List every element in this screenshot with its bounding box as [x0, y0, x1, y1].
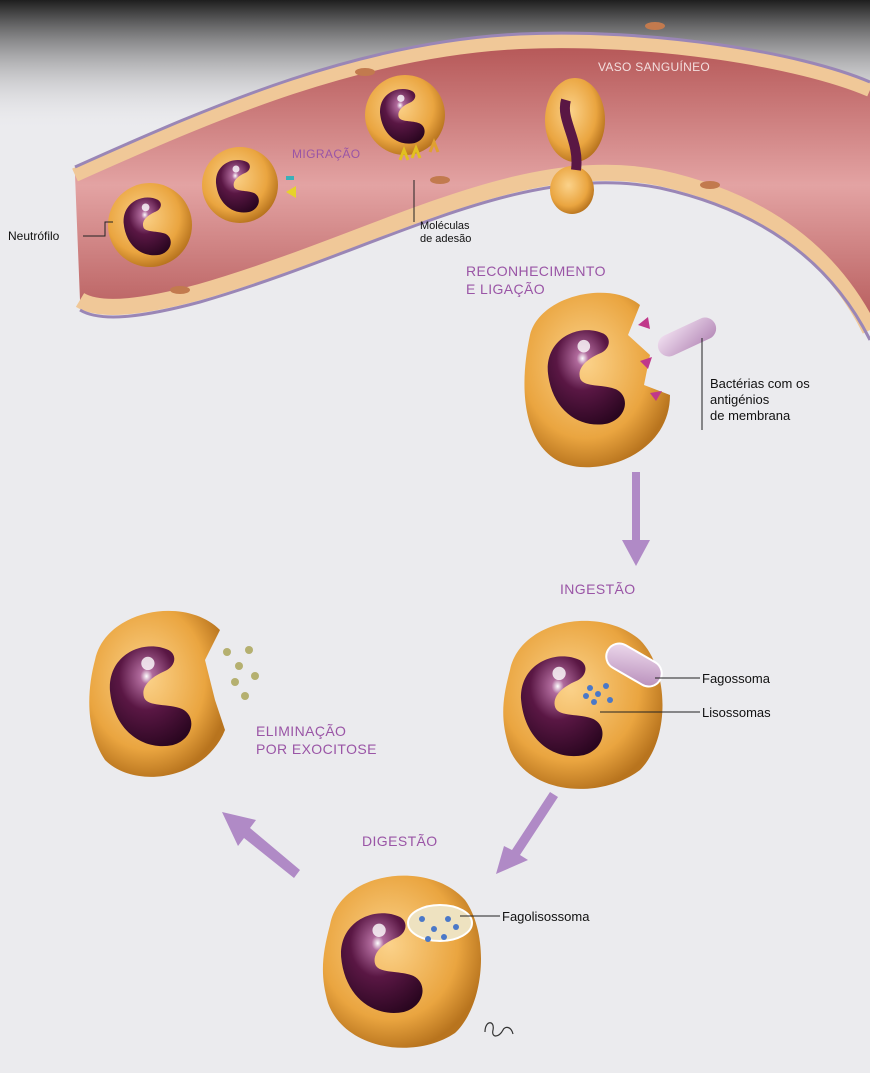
label-migracao: MIGRAÇÃO — [292, 145, 361, 163]
cell-recognition — [524, 293, 670, 467]
artist-signature — [485, 1023, 513, 1036]
cell-ingestion — [503, 621, 666, 789]
label-fagossoma: Fagossoma — [702, 671, 770, 687]
label-moleculas-line2: de adesão — [420, 233, 471, 246]
label-moleculas-adesao: Moléculas de adesão — [420, 220, 471, 246]
cell-exocytosis — [89, 611, 259, 777]
arrow-digestion-to-elimination — [222, 812, 300, 878]
label-ingestao: INGESTÃO — [560, 580, 636, 598]
neutrophil-transmigrating — [545, 78, 605, 214]
label-bacterias-line2: antigénios — [710, 392, 810, 408]
label-lisossomas: Lisossomas — [702, 705, 771, 721]
label-eliminacao: ELIMINAÇÃO POR EXOCITOSE — [256, 722, 377, 758]
bacterium — [654, 314, 719, 360]
label-vaso-sanguineo: VASO SANGUÍNEO — [598, 60, 710, 74]
label-fagolisossoma: Fagolisossoma — [502, 909, 589, 925]
label-reconhecimento-line2: E LIGAÇÃO — [466, 280, 606, 298]
arrow-recognition-to-ingestion — [622, 472, 650, 566]
label-digestao: DIGESTÃO — [362, 832, 438, 850]
label-bacterias-line3: de membrana — [710, 408, 810, 424]
label-neutrofilo: Neutrófilo — [8, 228, 59, 244]
arrow-ingestion-to-digestion — [496, 792, 558, 874]
label-moleculas-line1: Moléculas — [420, 220, 471, 233]
neutrophil-2 — [202, 147, 278, 223]
label-eliminacao-line1: ELIMINAÇÃO — [256, 722, 377, 740]
label-reconhecimento: RECONHECIMENTO E LIGAÇÃO — [466, 262, 606, 298]
label-bacterias-line1: Bactérias com os — [710, 376, 810, 392]
label-reconhecimento-line1: RECONHECIMENTO — [466, 262, 606, 280]
label-bacterias: Bactérias com os antigénios de membrana — [710, 376, 810, 424]
label-eliminacao-line2: POR EXOCITOSE — [256, 740, 377, 758]
cell-digestion — [323, 876, 481, 1048]
neutrophil-1 — [108, 183, 192, 267]
